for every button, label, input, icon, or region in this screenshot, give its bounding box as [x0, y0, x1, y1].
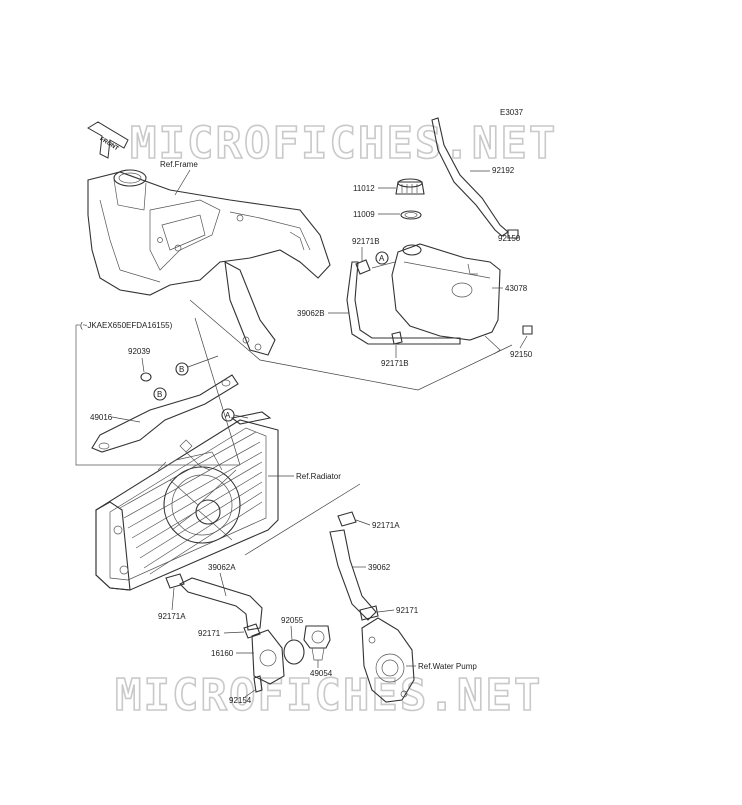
bolt-92039 [140, 372, 152, 382]
svg-text:A: A [379, 254, 385, 263]
svg-text:B: B [157, 390, 162, 399]
svg-text:B: B [179, 365, 184, 374]
reservoir-cap [395, 178, 425, 195]
variant-box: (~JKAEX650EFDA16155) 92039 B B 49016 [75, 321, 240, 466]
label-49054: 49054 [310, 669, 333, 678]
variant-note: (~JKAEX650EFDA16155) [80, 321, 173, 330]
clamp-92171a-left [165, 573, 185, 589]
label-92171b-bottom: 92171B [381, 359, 409, 368]
label-92039: 92039 [128, 347, 151, 356]
bolt-92154 [253, 675, 263, 693]
label-92171a-left: 92171A [158, 612, 186, 621]
label-39062a: 39062A [208, 563, 236, 572]
group-leader-radiator [244, 483, 361, 556]
ref-radiator-label: Ref.Radiator [296, 472, 341, 481]
clamp-92171-left [243, 623, 261, 639]
label-39062b: 39062B [297, 309, 325, 318]
label-92171-left: 92171 [198, 629, 221, 638]
frame-assembly [87, 169, 331, 356]
diagram-code: E3037 [500, 108, 524, 117]
label-92192: 92192 [492, 166, 515, 175]
clamp-92171b-bottom [391, 331, 403, 345]
radiator-assembly [95, 411, 279, 591]
callout-b-upper: B [175, 362, 189, 376]
hose-39062a [179, 577, 263, 631]
label-43078: 43078 [505, 284, 528, 293]
bracket-49016 [91, 374, 239, 453]
svg-text:A: A [225, 411, 231, 420]
reservoir-hose [346, 261, 461, 345]
o-ring [283, 639, 305, 665]
callout-a-mid: A [221, 408, 235, 422]
label-39062: 39062 [368, 563, 391, 572]
label-11009: 11009 [353, 210, 375, 219]
hose-39062 [329, 529, 377, 621]
water-pump [361, 617, 415, 703]
bolt-92150-top [507, 229, 519, 239]
label-49016: 49016 [90, 413, 113, 422]
clamp-92171a-right [337, 511, 357, 527]
label-92171a-right: 92171A [372, 521, 400, 530]
callout-a-top: A [375, 251, 389, 265]
label-16160: 16160 [211, 649, 234, 658]
label-92055: 92055 [281, 616, 304, 625]
callout-b-lower: B [153, 387, 167, 401]
label-92150-bottom: 92150 [510, 350, 533, 359]
label-92171-right: 92171 [396, 606, 419, 615]
label-92154: 92154 [229, 696, 252, 705]
watermark-bottom: MICROFICHES.NET [115, 670, 542, 721]
thermostat-housing [251, 629, 285, 685]
cap-gasket [400, 210, 422, 220]
thermostat [303, 625, 331, 661]
label-92171b-top: 92171B [352, 237, 380, 246]
variant-box-leader [194, 317, 241, 466]
front-arrow: FRONT [87, 121, 129, 159]
watermark-top: MICROFICHES.NET [130, 118, 557, 169]
clamp-92171-right [359, 605, 379, 621]
label-11012: 11012 [353, 184, 375, 193]
ref-water-pump-label: Ref.Water Pump [418, 662, 477, 671]
label-92150-top: 92150 [498, 234, 521, 243]
group-leader-top [189, 299, 513, 391]
ref-frame-leader [174, 169, 191, 196]
ref-frame-label: Ref.Frame [160, 160, 198, 169]
clamp-92171b-top [355, 259, 371, 275]
bolt-92150-bottom [522, 325, 533, 335]
